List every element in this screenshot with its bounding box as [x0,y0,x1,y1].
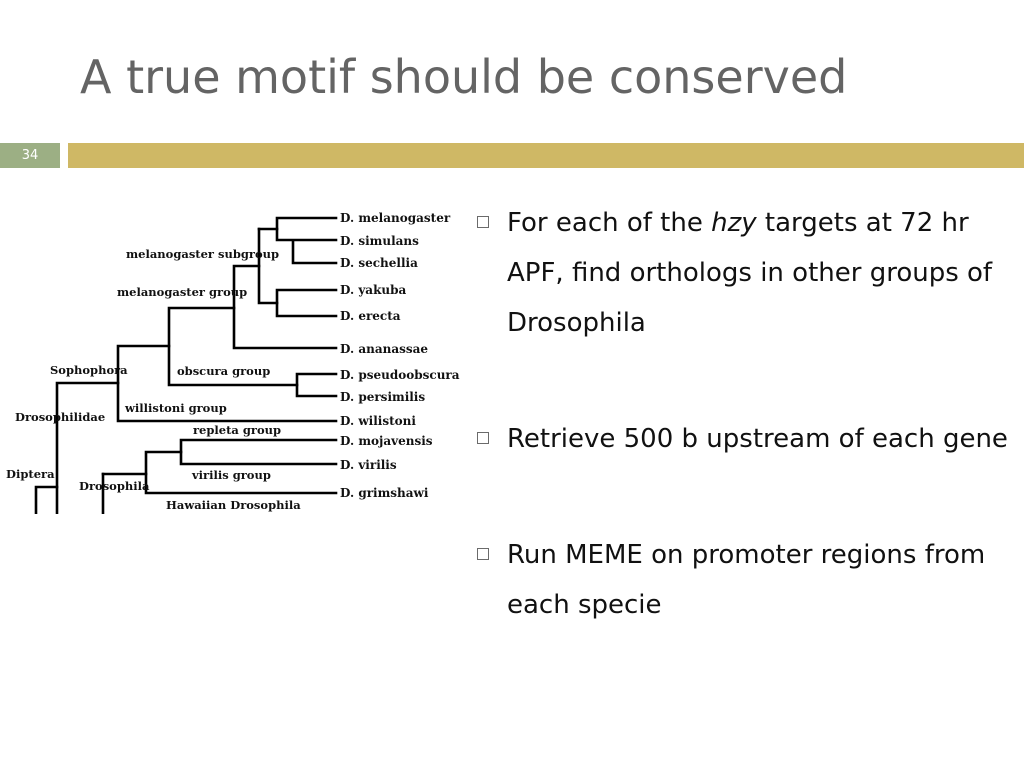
species-label: D. persimilis [340,390,425,404]
group-label: Sophophora [50,363,128,377]
group-label: Drosophilidae [15,410,105,424]
group-label: Hawaiian Drosophila [166,498,301,512]
species-label: D. mojavensis [340,434,433,448]
bullet-item: Retrieve 500 b upstream of each gene [470,414,1020,464]
bullet-list: For each of the hzy targets at 72 hr APF… [470,198,1020,630]
group-label: melanogaster group [117,285,247,299]
group-label: obscura group [177,364,270,378]
species-label: D. grimshawi [340,486,429,500]
species-label: D. virilis [340,458,397,472]
phylogenetic-tree: D. melanogaster D. simulans D. sechellia… [6,211,460,514]
bullet-text: Run MEME on promoter regions from each s… [507,540,986,620]
species-label: D. pseudoobscura [340,368,460,382]
group-label: Drosophila [79,479,150,493]
bullet-item: For each of the hzy targets at 72 hr APF… [470,198,1020,348]
group-label: melanogaster subgroup [126,247,279,261]
species-label: D. sechellia [340,256,418,270]
species-label: D. ananassae [340,342,428,356]
group-label: virilis group [191,468,271,482]
bullet-text: Retrieve 500 b upstream of each gene [507,424,1008,454]
square-bullet-icon [477,432,489,444]
bullet-item: Run MEME on promoter regions from each s… [470,530,1020,630]
species-label: D. erecta [340,309,401,323]
species-label: D. simulans [340,234,419,248]
tree-branches [34,216,338,514]
group-label: willistoni group [124,401,227,415]
square-bullet-icon [477,216,489,228]
slide-title: A true motif should be conserved [80,50,848,104]
species-label: D. yakuba [340,283,407,297]
group-label: repleta group [193,423,281,437]
slide-number: 34 [0,143,60,168]
species-label: D. melanogaster [340,211,451,225]
bullet-emphasis: hzy [711,208,757,238]
square-bullet-icon [477,548,489,560]
group-label: Diptera [6,467,55,481]
species-label: D. wilistoni [340,414,416,428]
species-labels: D. melanogaster D. simulans D. sechellia… [340,211,460,500]
title-rule-bar [68,143,1024,168]
group-labels: melanogaster subgroup melanogaster group… [6,247,301,512]
bullet-text: For each of the hzy targets at 72 hr APF… [507,208,993,338]
